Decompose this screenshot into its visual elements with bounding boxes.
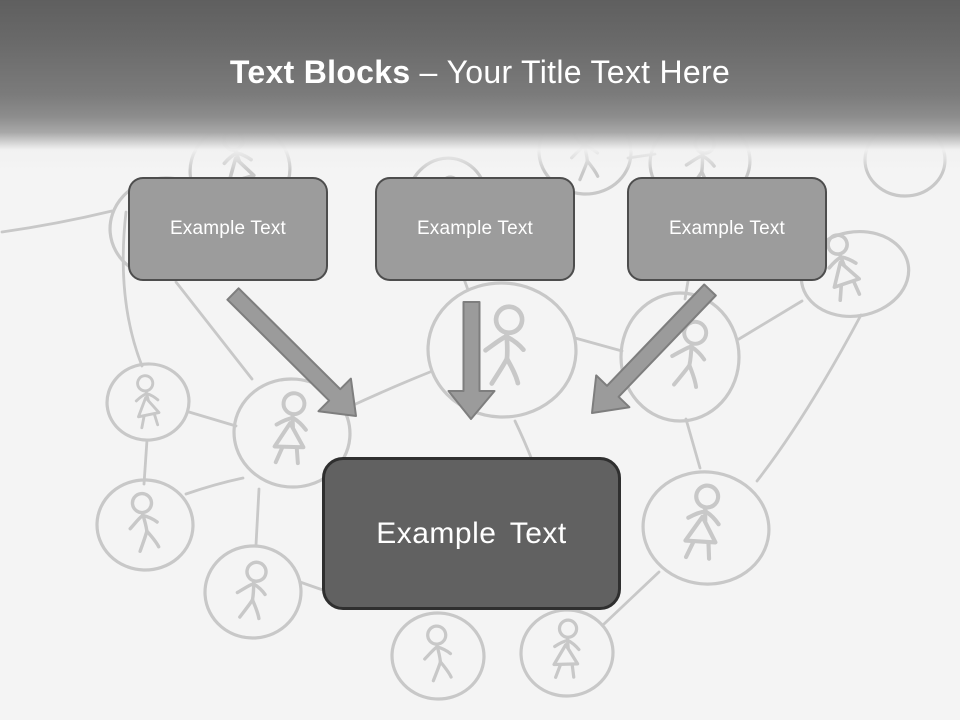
title-separator: – (419, 54, 438, 90)
text-block-3-label: Example Text (668, 218, 786, 239)
page-title: Text Blocks–Your Title Text Here (0, 53, 960, 91)
arrow-down-left-icon (591, 283, 717, 414)
text-block-1-label: Example Text (169, 218, 287, 239)
text-block-main: Example Text (322, 457, 621, 610)
text-block-main-label: Example Text (376, 516, 567, 550)
arrow-down-icon (447, 301, 496, 420)
text-block-2-label: Example Text (416, 218, 534, 239)
title-bold-text: Text Blocks (229, 54, 411, 90)
text-block-2: Example Text (375, 177, 575, 281)
arrow-down-right-icon (226, 287, 357, 417)
text-block-1: Example Text (128, 177, 328, 281)
slide-header: Text Blocks–Your Title Text Here (0, 0, 960, 172)
text-block-3: Example Text (627, 177, 827, 281)
title-regular-text: Your Title Text Here (446, 54, 731, 90)
